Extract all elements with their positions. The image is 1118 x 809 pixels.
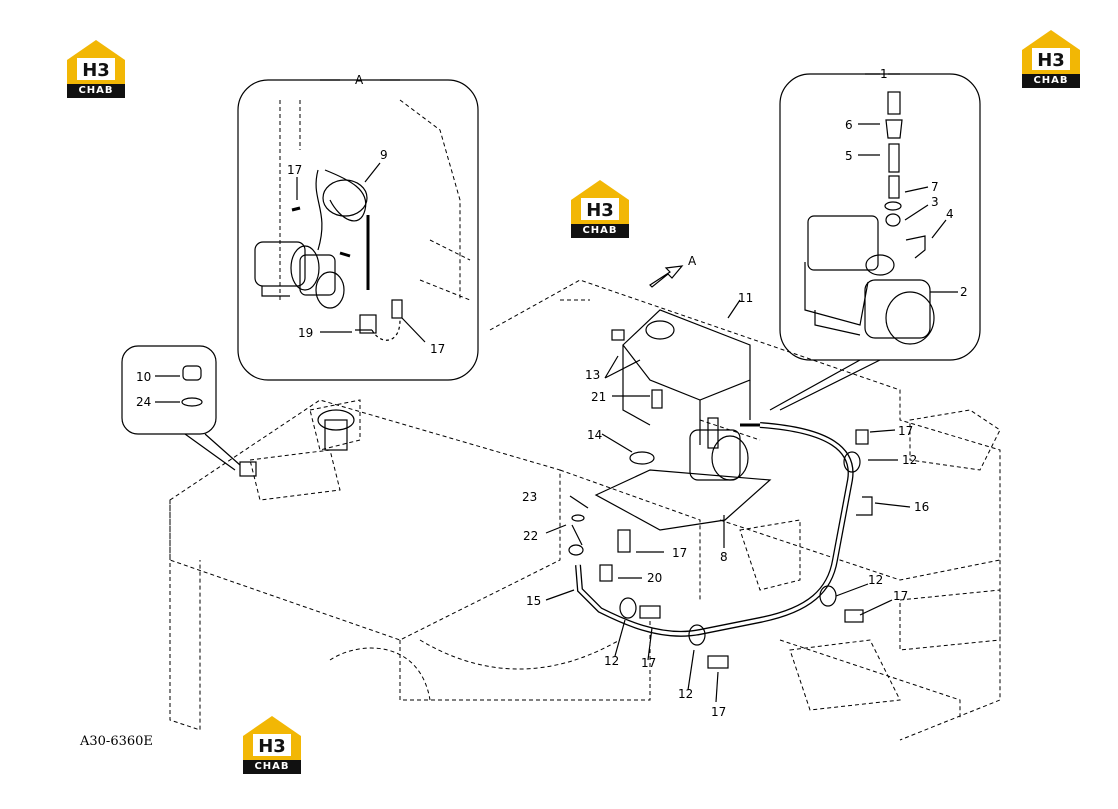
part-label-21: 21 xyxy=(591,390,607,404)
svg-text:H3: H3 xyxy=(1037,50,1065,71)
part-label-17: 17 xyxy=(898,424,914,438)
part-label-16: 16 xyxy=(914,500,930,514)
part-label-17: 17 xyxy=(893,589,909,603)
part-label-3: 3 xyxy=(931,195,939,209)
house-logo-icon: H3 xyxy=(67,40,125,84)
detail-cap-frame xyxy=(121,345,217,435)
part-label-12: 12 xyxy=(604,654,620,668)
part-label-15: 15 xyxy=(526,594,542,608)
detail-a-pump xyxy=(254,241,345,309)
part-label-17: 17 xyxy=(430,342,446,356)
part-label-17: 17 xyxy=(672,546,688,560)
clamps xyxy=(619,429,873,669)
detail-1-title: 1 xyxy=(880,67,888,81)
part-label-13: 13 xyxy=(585,368,601,382)
brand-word: CHAB xyxy=(67,84,125,98)
part-label-2: 2 xyxy=(960,285,968,299)
detail-a-frame xyxy=(237,79,479,381)
part-label-19: 19 xyxy=(298,326,314,340)
part-label-10: 10 xyxy=(136,370,152,384)
part-label-5: 5 xyxy=(845,149,853,163)
part-label-14: 14 xyxy=(587,428,603,442)
brand-logo-center: H3 CHAB xyxy=(569,178,631,240)
house-logo-icon: H3 xyxy=(1022,30,1080,74)
part-label-17: 17 xyxy=(711,705,727,719)
part-label-4: 4 xyxy=(946,207,954,221)
part-label-12: 12 xyxy=(902,453,918,467)
part-label-17: 17 xyxy=(641,656,657,670)
part-label-12: 12 xyxy=(678,687,694,701)
house-logo-icon: H3 xyxy=(571,180,629,224)
part-label-24: 24 xyxy=(136,395,152,409)
detail-a-title: A xyxy=(355,73,364,87)
part-label-23: 23 xyxy=(522,490,538,504)
base-plate xyxy=(594,469,772,531)
brand-logo-top-right: H3 CHAB xyxy=(1020,28,1082,90)
brand-logo-top-left: H3 CHAB xyxy=(65,38,127,100)
detail-1-pump xyxy=(804,215,935,345)
house-logo-icon: H3 xyxy=(243,716,301,760)
view-arrow xyxy=(649,265,684,288)
part-label-20: 20 xyxy=(647,571,663,585)
brand-logo-bottom: H3 CHAB xyxy=(241,714,303,776)
detail-1-fittings xyxy=(884,91,926,259)
part-label-8: 8 xyxy=(720,550,728,564)
part-label-6: 6 xyxy=(845,118,853,132)
brand-word: CHAB xyxy=(571,224,629,238)
part-label-12: 12 xyxy=(868,573,884,587)
svg-text:H3: H3 xyxy=(82,60,110,81)
part-label-7: 7 xyxy=(931,180,939,194)
svg-text:H3: H3 xyxy=(258,736,286,757)
view-arrow-label: A xyxy=(688,254,697,268)
drawing-code: A30-6360E xyxy=(80,734,153,749)
part-label-22: 22 xyxy=(523,529,539,543)
part-label-11: 11 xyxy=(738,291,754,305)
main-pump xyxy=(689,417,760,481)
part-label-9: 9 xyxy=(380,148,388,162)
svg-text:H3: H3 xyxy=(586,200,614,221)
main-bracket xyxy=(622,309,751,445)
brand-word: CHAB xyxy=(1022,74,1080,88)
part-label-17: 17 xyxy=(287,163,303,177)
brand-word: CHAB xyxy=(243,760,301,774)
